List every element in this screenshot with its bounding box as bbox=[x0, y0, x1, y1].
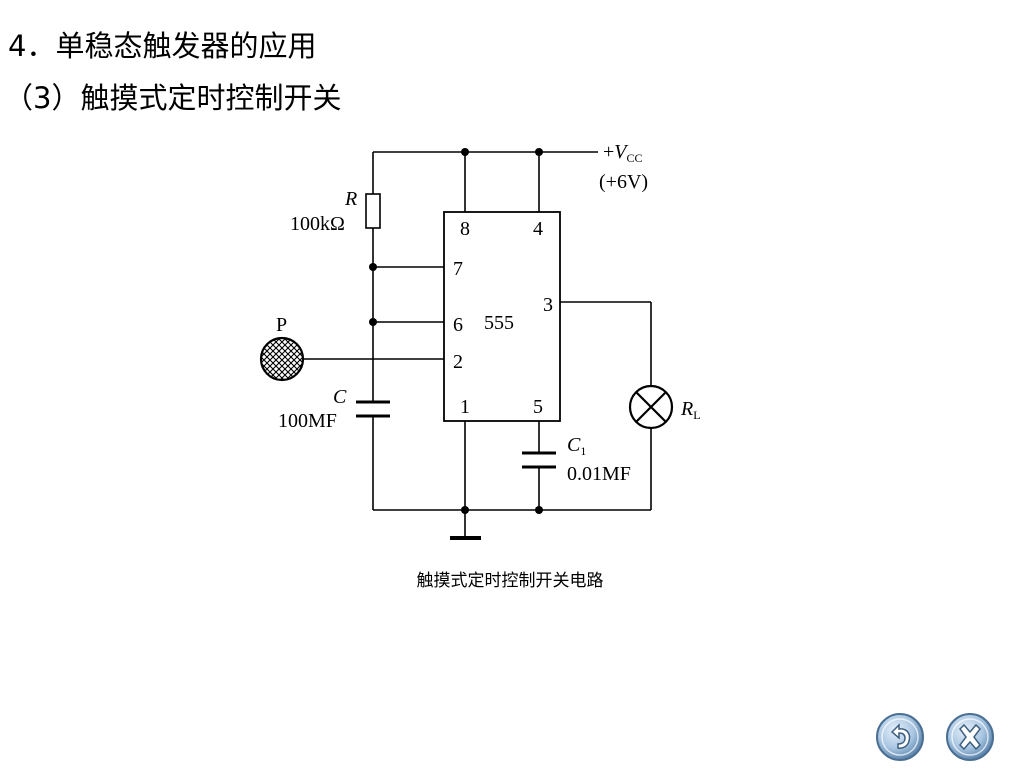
capacitor1-value: 0.01MF bbox=[567, 463, 631, 485]
capacitor-value: 100MF bbox=[278, 410, 337, 432]
chip-label: 555 bbox=[484, 312, 514, 334]
pin-5-label: 5 bbox=[533, 396, 543, 418]
junction-dot bbox=[535, 506, 543, 514]
capacitor1-symbol: C1 bbox=[567, 434, 586, 458]
diagram-caption: 触摸式定时控制开关电路 bbox=[416, 571, 604, 591]
junction-dot bbox=[369, 318, 377, 326]
resistor-r bbox=[365, 193, 381, 229]
supply-label: +VCC bbox=[603, 141, 643, 165]
touch-plate-label: P bbox=[276, 314, 287, 336]
junction-dot bbox=[461, 148, 469, 156]
resistor-value: 100kΩ bbox=[290, 213, 345, 235]
junction-dot bbox=[461, 506, 469, 514]
pin-2-label: 2 bbox=[453, 351, 463, 373]
supply-voltage: (+6V) bbox=[599, 171, 648, 193]
junction-dot bbox=[535, 148, 543, 156]
capacitor-c1 bbox=[522, 451, 556, 469]
capacitor-symbol: C bbox=[333, 386, 347, 408]
subsection-heading: （3）触摸式定时控制开关 bbox=[4, 81, 342, 115]
junction-dot bbox=[369, 263, 377, 271]
section-heading: 4．单稳态触发器的应用 bbox=[8, 29, 317, 63]
close-x-icon bbox=[946, 713, 994, 761]
load-label: RL bbox=[680, 398, 701, 422]
resistor-symbol: R bbox=[344, 188, 357, 210]
capacitor-c bbox=[356, 400, 390, 418]
back-button[interactable] bbox=[875, 712, 925, 762]
pin-1-label: 1 bbox=[460, 396, 470, 418]
pin-8-label: 8 bbox=[460, 218, 470, 240]
pin-6-label: 6 bbox=[453, 314, 463, 336]
pin-4-label: 4 bbox=[533, 218, 543, 240]
wires bbox=[303, 151, 652, 537]
junction-dots bbox=[369, 148, 543, 514]
close-button[interactable] bbox=[945, 712, 995, 762]
touch-plate bbox=[259, 336, 305, 382]
lamp-load bbox=[628, 384, 674, 430]
back-arrow-icon bbox=[876, 713, 924, 761]
pin-3-label: 3 bbox=[543, 294, 553, 316]
pin-7-label: 7 bbox=[453, 258, 463, 280]
ic-555-body bbox=[443, 211, 561, 422]
